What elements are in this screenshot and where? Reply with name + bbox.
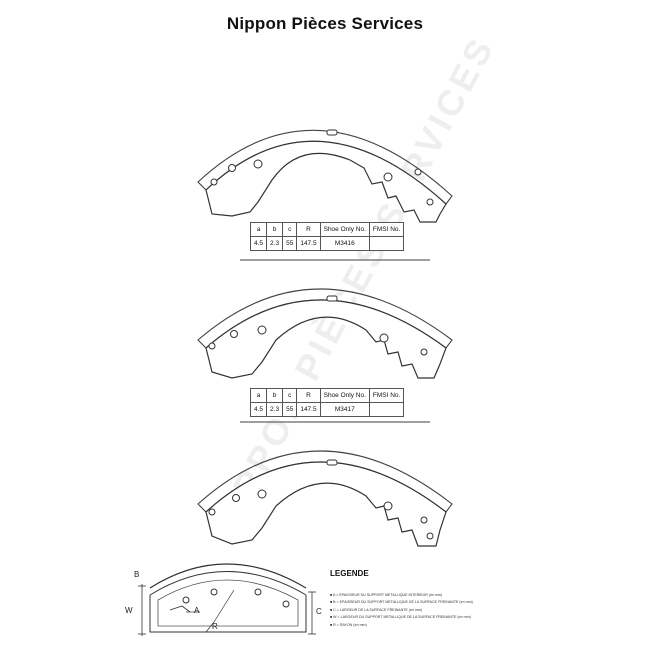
legend-item: A = EPAISSEUR DU SUPPORT METALLIQUE INTE… (330, 592, 550, 599)
legend-item: B = EPAISSEUR DU SUPPORT METALLIQUE DE L… (330, 599, 550, 606)
spec-cell: 2.3 (266, 236, 284, 251)
spec-cell (368, 402, 405, 417)
legend-item: R = RAYON (en mm) (330, 622, 550, 629)
legend-list: A = EPAISSEUR DU SUPPORT METALLIQUE INTE… (330, 592, 550, 629)
shoe-hole (426, 198, 434, 206)
spec-cell: M3416 (319, 236, 370, 251)
spec-header: Shoe Only No. (319, 388, 370, 403)
shoe-hole (230, 330, 238, 338)
shoe-hole (228, 164, 236, 172)
shoe-slot (326, 295, 338, 302)
spec-header: FMSI No. (368, 222, 405, 237)
shoe-web-1 (205, 140, 447, 223)
shoe-hole (257, 489, 267, 499)
spec-cell: 147.5 (296, 402, 321, 417)
spec-cell: 55 (282, 402, 298, 417)
shoe-slot (326, 129, 338, 136)
spec-table-2: a b c R Shoe Only No. FMSI No. 4.5 2.3 5… (249, 388, 405, 417)
shoe-hole (414, 168, 422, 176)
spec-header: c (282, 388, 298, 403)
spec-cell: 4.5 (249, 402, 268, 417)
spec-header: R (296, 388, 321, 403)
brake-shoe-2 (197, 288, 453, 379)
label-a: A (194, 606, 200, 615)
shoe-hole (253, 159, 263, 169)
spec-header: b (266, 388, 284, 403)
legend-title: LEGENDE (330, 569, 369, 578)
legend-item: W = LARGEUR DU SUPPORT METALLIQUE DE LA … (330, 614, 550, 621)
shoe-web-3 (205, 461, 447, 547)
spec-cell: 55 (282, 236, 298, 251)
spec-header: a (249, 222, 268, 237)
brake-shoe-3 (197, 450, 453, 547)
spec-header: c (282, 222, 298, 237)
shoe-slot (326, 459, 338, 466)
spec-header: Shoe Only No. (319, 222, 370, 237)
shoe-web-2 (205, 299, 447, 379)
page-title: Nippon Pièces Services (226, 14, 424, 33)
spec-cell (368, 236, 405, 251)
shoe-hole (379, 333, 389, 343)
shoe-hole (383, 172, 393, 182)
shoe-hole (420, 348, 428, 356)
spec-cell: 147.5 (296, 236, 321, 251)
shoe-hole (210, 178, 218, 186)
shoe-hole (257, 325, 267, 335)
spec-header: R (296, 222, 321, 237)
label-b: B (134, 570, 139, 579)
label-r: R (212, 622, 218, 631)
shoe-hole (426, 532, 434, 540)
brake-shoe-1 (197, 129, 453, 223)
shoe-hole (420, 516, 428, 524)
spec-header: FMSI No. (368, 388, 405, 403)
shoe-hole (208, 342, 216, 350)
shoe-hole (383, 501, 393, 511)
spec-header: b (266, 222, 284, 237)
spec-table-1: a b c R Shoe Only No. FMSI No. 4.5 2.3 5… (249, 222, 405, 251)
cross-section-diagram (138, 563, 316, 636)
spec-cell: 4.5 (249, 236, 268, 251)
spec-cell: M3417 (319, 402, 370, 417)
spec-header: a (249, 388, 268, 403)
label-w: W (125, 606, 133, 615)
shoe-hole (232, 494, 240, 502)
shoe-hole (208, 508, 216, 516)
spec-cell: 2.3 (266, 402, 284, 417)
label-c: C (316, 607, 322, 616)
legend-item: C = LARGEUR DE LA SURFACE FREINANTE (en … (330, 607, 550, 614)
